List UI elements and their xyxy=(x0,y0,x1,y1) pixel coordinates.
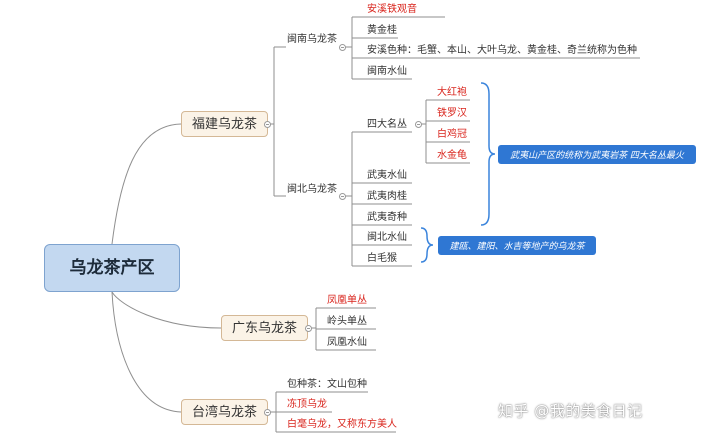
leaf-shuijingui[interactable]: 水金龟 xyxy=(437,150,467,161)
leaf-dahongpao[interactable]: 大红袍 xyxy=(437,87,467,98)
minbei-bracket xyxy=(420,227,434,263)
leaf-baijiguan[interactable]: 白鸡冠 xyxy=(437,129,467,140)
wuyi-bracket xyxy=(480,82,496,226)
collapse-icon[interactable] xyxy=(264,121,271,128)
collapse-icon[interactable] xyxy=(305,325,312,332)
node-minbei[interactable]: 闽北乌龙茶 xyxy=(287,184,337,195)
node-taiwan[interactable]: 台湾乌龙茶 xyxy=(181,399,269,425)
collapse-icon[interactable] xyxy=(415,121,422,128)
leaf-wuyi-shuixian[interactable]: 武夷水仙 xyxy=(367,170,407,181)
leaf-dongding-wulong[interactable]: 冻顶乌龙 xyxy=(287,399,327,410)
collapse-icon[interactable] xyxy=(264,409,271,416)
leaf-fenghuang-dancong[interactable]: 凤凰单丛 xyxy=(327,295,367,306)
collapse-icon[interactable] xyxy=(339,44,346,51)
root-node[interactable]: 乌龙茶产区 xyxy=(44,244,180,292)
leaf-anxi-tieguanyin[interactable]: 安溪铁观音 xyxy=(367,4,417,15)
callout-wuyi[interactable]: 武夷山产区的统称为武夷岩茶 四大名丛最火 xyxy=(498,145,696,164)
leaf-baimaohou[interactable]: 白毛猴 xyxy=(367,253,397,264)
leaf-wuyi-rougui[interactable]: 武夷肉桂 xyxy=(367,191,407,202)
node-fujian[interactable]: 福建乌龙茶 xyxy=(181,111,269,137)
leaf-baozhong[interactable]: 包种茶：文山包种 xyxy=(287,379,367,390)
leaf-anxi-sezhong[interactable]: 安溪色种：毛蟹、本山、大叶乌龙、黄金桂、奇兰统称为色种 xyxy=(367,45,637,56)
leaf-fenghuang-shuixian[interactable]: 凤凰水仙 xyxy=(327,337,367,348)
watermark: 知乎 @我的美食日记 xyxy=(498,402,643,420)
leaf-baihao-wulong[interactable]: 白毫乌龙，又称东方美人 xyxy=(287,419,397,430)
leaf-tieluohan[interactable]: 铁罗汉 xyxy=(437,108,467,119)
leaf-lingtou-dancong[interactable]: 岭头单丛 xyxy=(327,316,367,327)
leaf-minnan-shuixian[interactable]: 闽南水仙 xyxy=(367,66,407,77)
leaf-huangjingui[interactable]: 黄金桂 xyxy=(367,25,397,36)
leaf-wuyi-qizhong[interactable]: 武夷奇种 xyxy=(367,212,407,223)
node-guangdong[interactable]: 广东乌龙茶 xyxy=(221,315,309,341)
leaf-minbei-shuixian[interactable]: 闽北水仙 xyxy=(367,232,407,243)
callout-minbei[interactable]: 建瓯、建阳、水吉等地产的乌龙茶 xyxy=(438,236,596,255)
collapse-icon[interactable] xyxy=(339,193,346,200)
node-sidacong[interactable]: 四大名丛 xyxy=(367,119,407,130)
node-minnan[interactable]: 闽南乌龙茶 xyxy=(287,34,337,45)
